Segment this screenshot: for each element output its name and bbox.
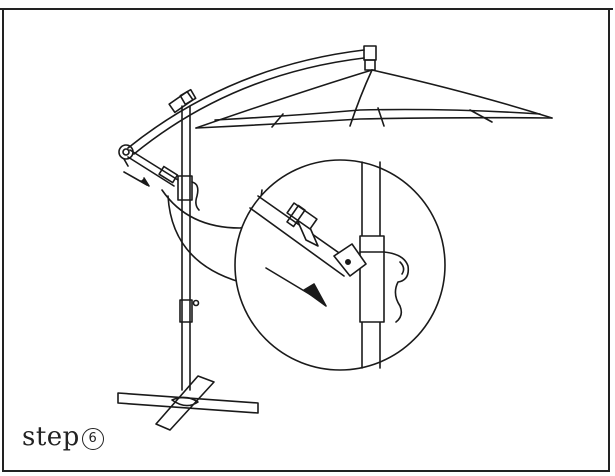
arrow-down-right-icon (123, 171, 150, 187)
step-label-text: step (22, 422, 80, 452)
umbrella-arm (118, 49, 365, 167)
detail-arrow-icon (265, 267, 327, 307)
step-number-circle: 6 (81, 428, 104, 450)
umbrella-canopy (195, 45, 553, 129)
top-rule (0, 8, 613, 10)
step-frame (2, 10, 610, 472)
support-strut (127, 149, 179, 187)
detail-circle (234, 159, 446, 371)
cross-base (117, 375, 259, 431)
umbrella-pole (177, 105, 200, 391)
